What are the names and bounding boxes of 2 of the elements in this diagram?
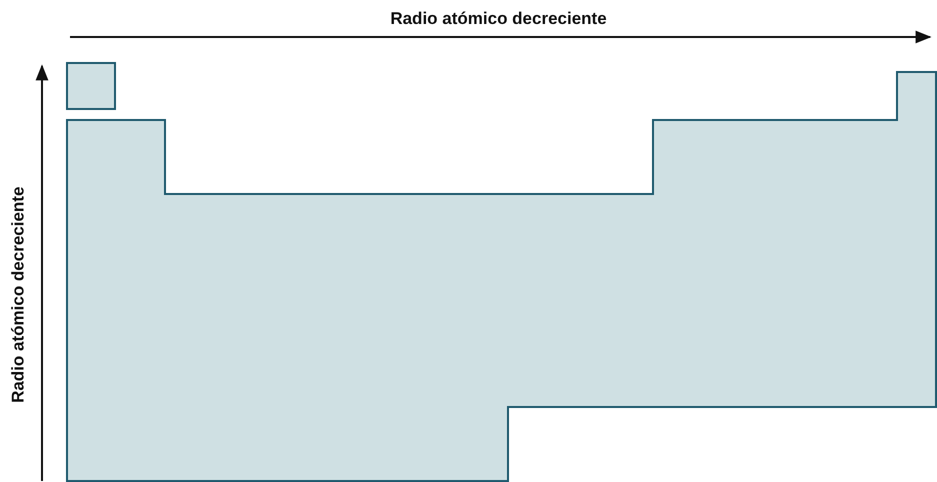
axis-label: Radio atómico decreciente (390, 8, 607, 30)
axis-label: Radio atómico decreciente (7, 186, 28, 404)
